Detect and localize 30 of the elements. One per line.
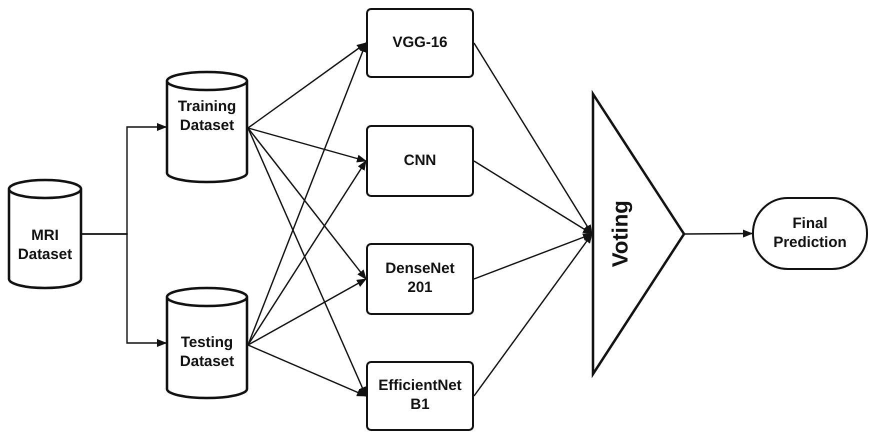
node-label: CNN	[404, 152, 436, 170]
node-label: EfficientNet B1	[377, 377, 463, 415]
arrow	[248, 344, 367, 397]
arrow	[247, 42, 367, 346]
node-label: Testing Dataset	[178, 334, 236, 372]
arrow	[248, 42, 367, 129]
arrow	[247, 128, 367, 397]
process-box	[366, 243, 474, 315]
database-cylinder	[8, 180, 82, 288]
process-box	[366, 8, 474, 78]
arrow	[247, 160, 367, 346]
arrow	[474, 233, 593, 280]
node-label: VGG-16	[392, 34, 448, 52]
node-label: MRI Dataset	[16, 227, 74, 265]
database-cylinder	[166, 288, 248, 398]
node-label: Final Prediction	[772, 214, 848, 252]
node-label: Voting	[606, 200, 634, 268]
arrow	[82, 233, 167, 347]
arrow	[473, 42, 593, 235]
arrow	[685, 230, 753, 238]
arrow	[473, 233, 593, 396]
process-box	[366, 361, 474, 431]
arrow	[474, 160, 593, 235]
arrow	[247, 128, 367, 280]
process-box	[366, 125, 474, 197]
node-label: DenseNet 201	[384, 260, 456, 298]
arrow	[248, 127, 367, 162]
arrow	[248, 278, 367, 346]
database-cylinder	[166, 72, 248, 182]
node-label: Training Dataset	[176, 98, 238, 136]
